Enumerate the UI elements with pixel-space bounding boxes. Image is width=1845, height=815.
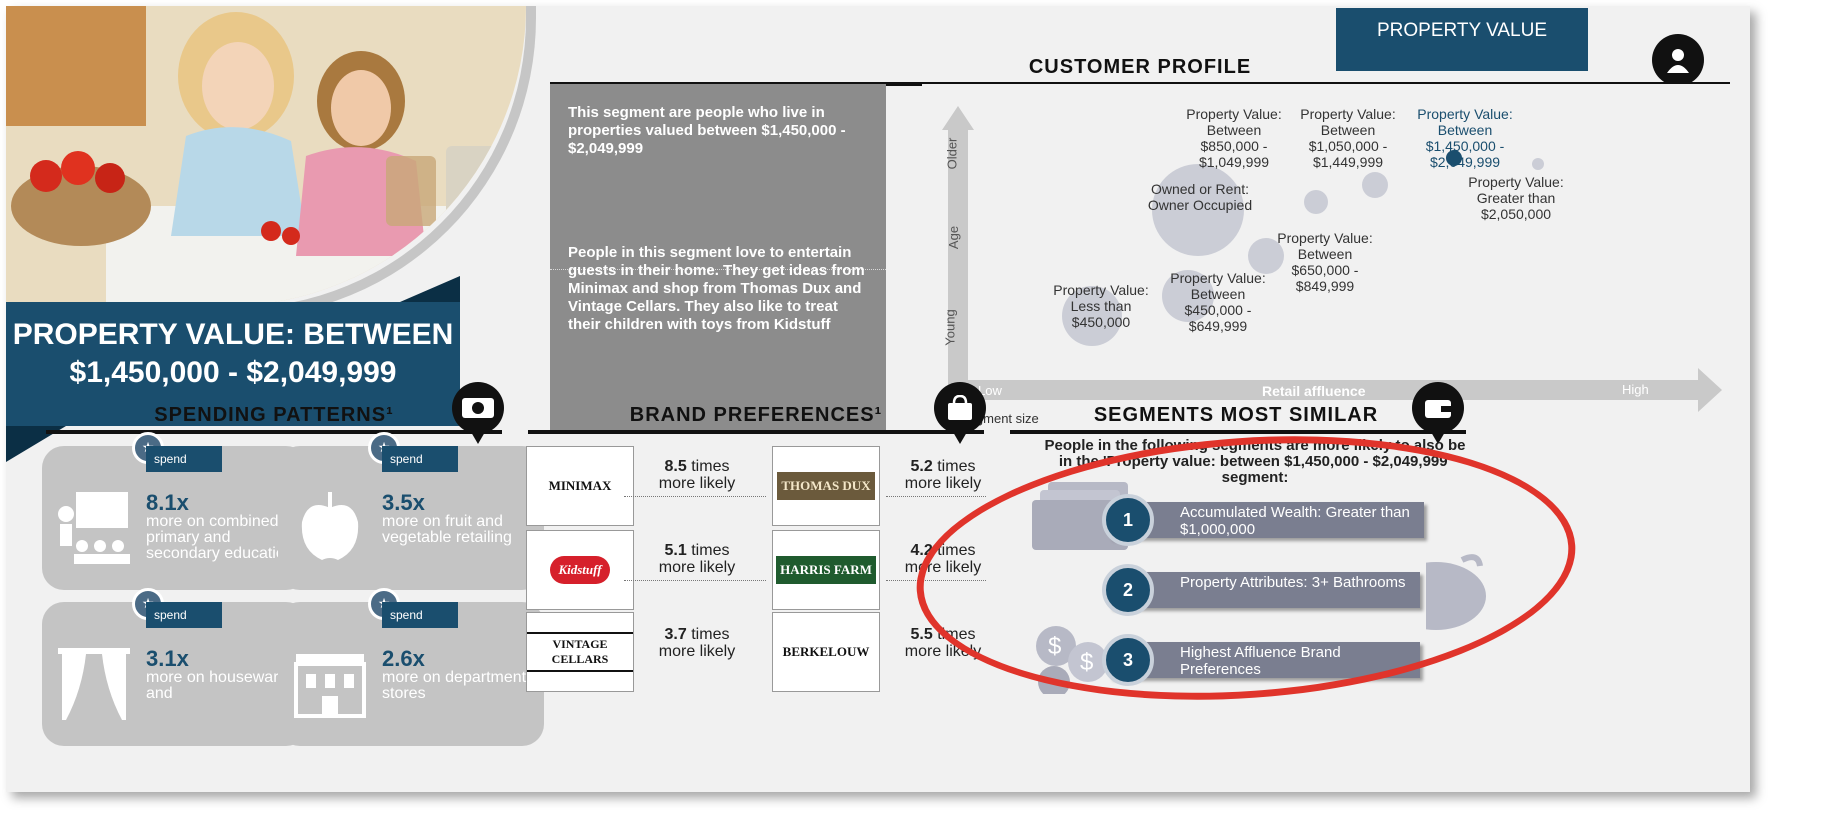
brand-divider xyxy=(624,580,766,582)
money-icon xyxy=(452,382,504,444)
brand-logo-harris-farm: HARRIS FARM xyxy=(772,530,880,610)
bubble-850k xyxy=(1304,190,1328,214)
spend-badge: spend xyxy=(146,602,222,628)
page-title: PROPERTY VALUE: BETWEEN $1,450,000 - $2,… xyxy=(6,302,460,426)
spending-card-education: ★ spend 8.1x more on combined primary an… xyxy=(42,432,308,590)
similar-intro: People in the following segments are mor… xyxy=(1044,437,1466,486)
similar-segment-2[interactable]: Property Attributes: 3+ Bathrooms xyxy=(1110,572,1420,608)
spending-text: more on department stores xyxy=(382,669,527,702)
classroom-icon xyxy=(52,484,136,568)
brand-divider xyxy=(886,580,986,582)
spending-value: 8.1x xyxy=(146,490,189,515)
brand-preferences-title: BRAND PREFERENCES¹ xyxy=(629,404,883,426)
spending-value: 3.5x xyxy=(382,490,425,515)
infographic-page: PROPERTY VALUE: BETWEEN $1,450,000 - $2,… xyxy=(6,6,1750,792)
title-ribbon-fold-top xyxy=(400,276,460,302)
segment-number-3: 3 xyxy=(1102,634,1154,686)
spending-card-fruit: ★ spend 3.5x more on fruit and vegetable… xyxy=(278,432,544,590)
similar-rule xyxy=(1010,430,1466,434)
spending-patterns-title: SPENDING PATTERNS¹ xyxy=(154,404,394,426)
brand-logo-thomas-dux: THOMAS DUX xyxy=(772,446,880,526)
shopping-bag-icon xyxy=(934,382,986,444)
label-2050k: Property Value: Greater than $2,050,000 xyxy=(1468,174,1564,222)
segment-number-2: 2 xyxy=(1102,564,1154,616)
segment-number-1: 1 xyxy=(1102,494,1154,546)
brand-logo-minimax: MINIMAX xyxy=(526,446,634,526)
spend-badge: spend xyxy=(382,602,458,628)
apple-icon xyxy=(288,484,372,568)
spend-badge: spend xyxy=(382,446,458,472)
brand-logo-berkelouw: BERKELOUW xyxy=(772,612,880,692)
brand-logo-kidstuff: Kidstuff xyxy=(526,530,634,610)
dollar-coins-icon: $ $ xyxy=(1036,626,1108,694)
x-tick-high: High xyxy=(1622,382,1649,397)
bubble-owner-occupied xyxy=(1152,164,1244,256)
similar-segment-1[interactable]: Accumulated Wealth: Greater than $1,000,… xyxy=(1110,502,1424,538)
label-1450k: Property Value: Between $1,450,000 - $2,… xyxy=(1417,106,1513,170)
brand-divider xyxy=(886,496,986,498)
chart-axes xyxy=(942,106,1722,412)
bubble-450k xyxy=(1162,270,1214,322)
photo-arc-frame xyxy=(6,6,536,318)
x-tick-low: Low xyxy=(978,383,1002,398)
brand-logo-vintage-cellars: VINTAGE CELLARS xyxy=(526,612,634,692)
segment-description-box: This segment are people who live in prop… xyxy=(550,84,886,430)
svg-text:$: $ xyxy=(1080,649,1093,676)
spending-text: more on combined primary and secondary e… xyxy=(146,513,294,562)
bubble-1050k xyxy=(1362,172,1388,198)
spending-value: 3.1x xyxy=(146,646,189,671)
customer-profile-chart: Older Age Young Low Retail affluence Hig… xyxy=(922,84,1730,430)
person-icon xyxy=(1652,34,1704,96)
label-850k: Property Value: Between $850,000 - $1,04… xyxy=(1186,106,1282,170)
wallet-icon xyxy=(1412,382,1464,444)
brand-rule xyxy=(528,430,984,434)
similar-segment-3[interactable]: Highest Affluence Brand Preferences xyxy=(1110,642,1420,678)
spending-card-department: ★ spend 2.6x more on department stores xyxy=(278,588,544,746)
description-paragraph-1: This segment are people who live in prop… xyxy=(568,104,846,157)
bubble-1450k-highlight xyxy=(1446,150,1462,166)
segments-similar-title: SEGMENTS MOST SIMILAR xyxy=(1093,404,1379,426)
label-1050k: Property Value: Between $1,050,000 - $1,… xyxy=(1300,106,1396,170)
spend-badge: spend xyxy=(146,446,222,472)
label-450k: Property Value: Between $450,000 - $649,… xyxy=(1170,270,1266,334)
description-paragraph-2: People in this segment love to entertain… xyxy=(568,244,865,333)
bubble-650k xyxy=(1248,238,1284,274)
y-tick-older: Older xyxy=(944,137,960,170)
spending-card-houseware: ★ spend 3.1x more on houseware and xyxy=(42,588,308,746)
label-650k: Property Value: Between $650,000 - $849,… xyxy=(1277,230,1373,294)
description-divider xyxy=(550,269,886,270)
store-icon xyxy=(288,640,372,724)
customer-profile-title: CUSTOMER PROFILE xyxy=(1028,56,1252,78)
brand-divider xyxy=(624,496,766,498)
bubble-under-450k xyxy=(1062,286,1122,346)
piggy-bank-icon xyxy=(1426,554,1486,630)
x-axis-label: Retail affluence xyxy=(1262,383,1366,399)
spending-value: 2.6x xyxy=(382,646,425,671)
y-tick-age: Age xyxy=(946,225,962,250)
curtains-icon xyxy=(52,640,136,724)
property-value-tab[interactable]: PROPERTY VALUE xyxy=(1336,8,1588,71)
y-tick-young: Young xyxy=(942,309,958,346)
spending-text: more on houseware and xyxy=(146,669,288,702)
label-under-450k: Property Value: Less than $450,000 xyxy=(1053,282,1149,330)
bubble-2050k xyxy=(1532,158,1544,170)
label-owner-occupied: Owned or Rent: Owner Occupied xyxy=(1147,181,1253,213)
spending-rule xyxy=(46,430,502,434)
spending-text: more on fruit and vegetable retailing xyxy=(382,513,512,546)
svg-text:$: $ xyxy=(1048,633,1061,660)
